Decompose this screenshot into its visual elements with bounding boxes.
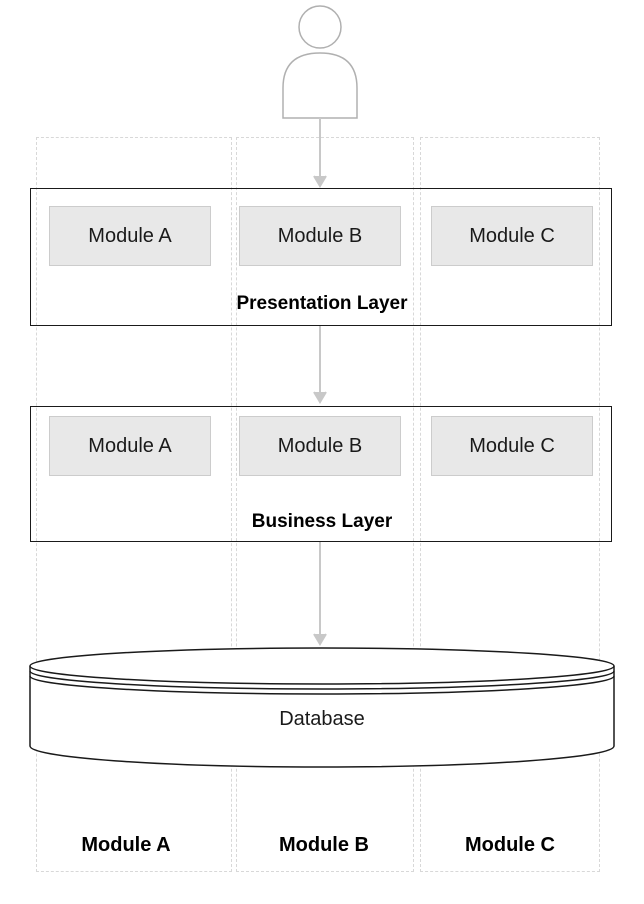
presentation-module-a: Module A xyxy=(49,206,211,266)
presentation-module-c: Module C xyxy=(431,206,593,266)
database-cylinder xyxy=(29,647,615,768)
business-layer: Module A Module B Module C Business Laye… xyxy=(30,406,612,542)
business-module-a: Module A xyxy=(49,416,211,476)
arrow-down-icon xyxy=(313,326,327,404)
column-label-module-a: Module A xyxy=(81,834,171,856)
business-module-c: Module C xyxy=(431,416,593,476)
presentation-layer: Module A Module B Module C Presentation … xyxy=(30,188,612,326)
business-module-b: Module B xyxy=(239,416,401,476)
presentation-layer-label: Presentation Layer xyxy=(236,293,408,314)
column-module-b xyxy=(236,137,414,872)
business-layer-label: Business Layer xyxy=(251,511,393,532)
presentation-module-b: Module B xyxy=(239,206,401,266)
column-label-module-b: Module B xyxy=(279,834,369,856)
user-icon xyxy=(282,5,358,119)
arrow-down-icon xyxy=(313,118,327,188)
arrow-down-icon xyxy=(313,542,327,646)
column-module-a xyxy=(36,137,232,872)
database-label: Database xyxy=(279,708,365,730)
column-module-c xyxy=(420,137,600,872)
column-label-module-c: Module C xyxy=(465,834,555,856)
